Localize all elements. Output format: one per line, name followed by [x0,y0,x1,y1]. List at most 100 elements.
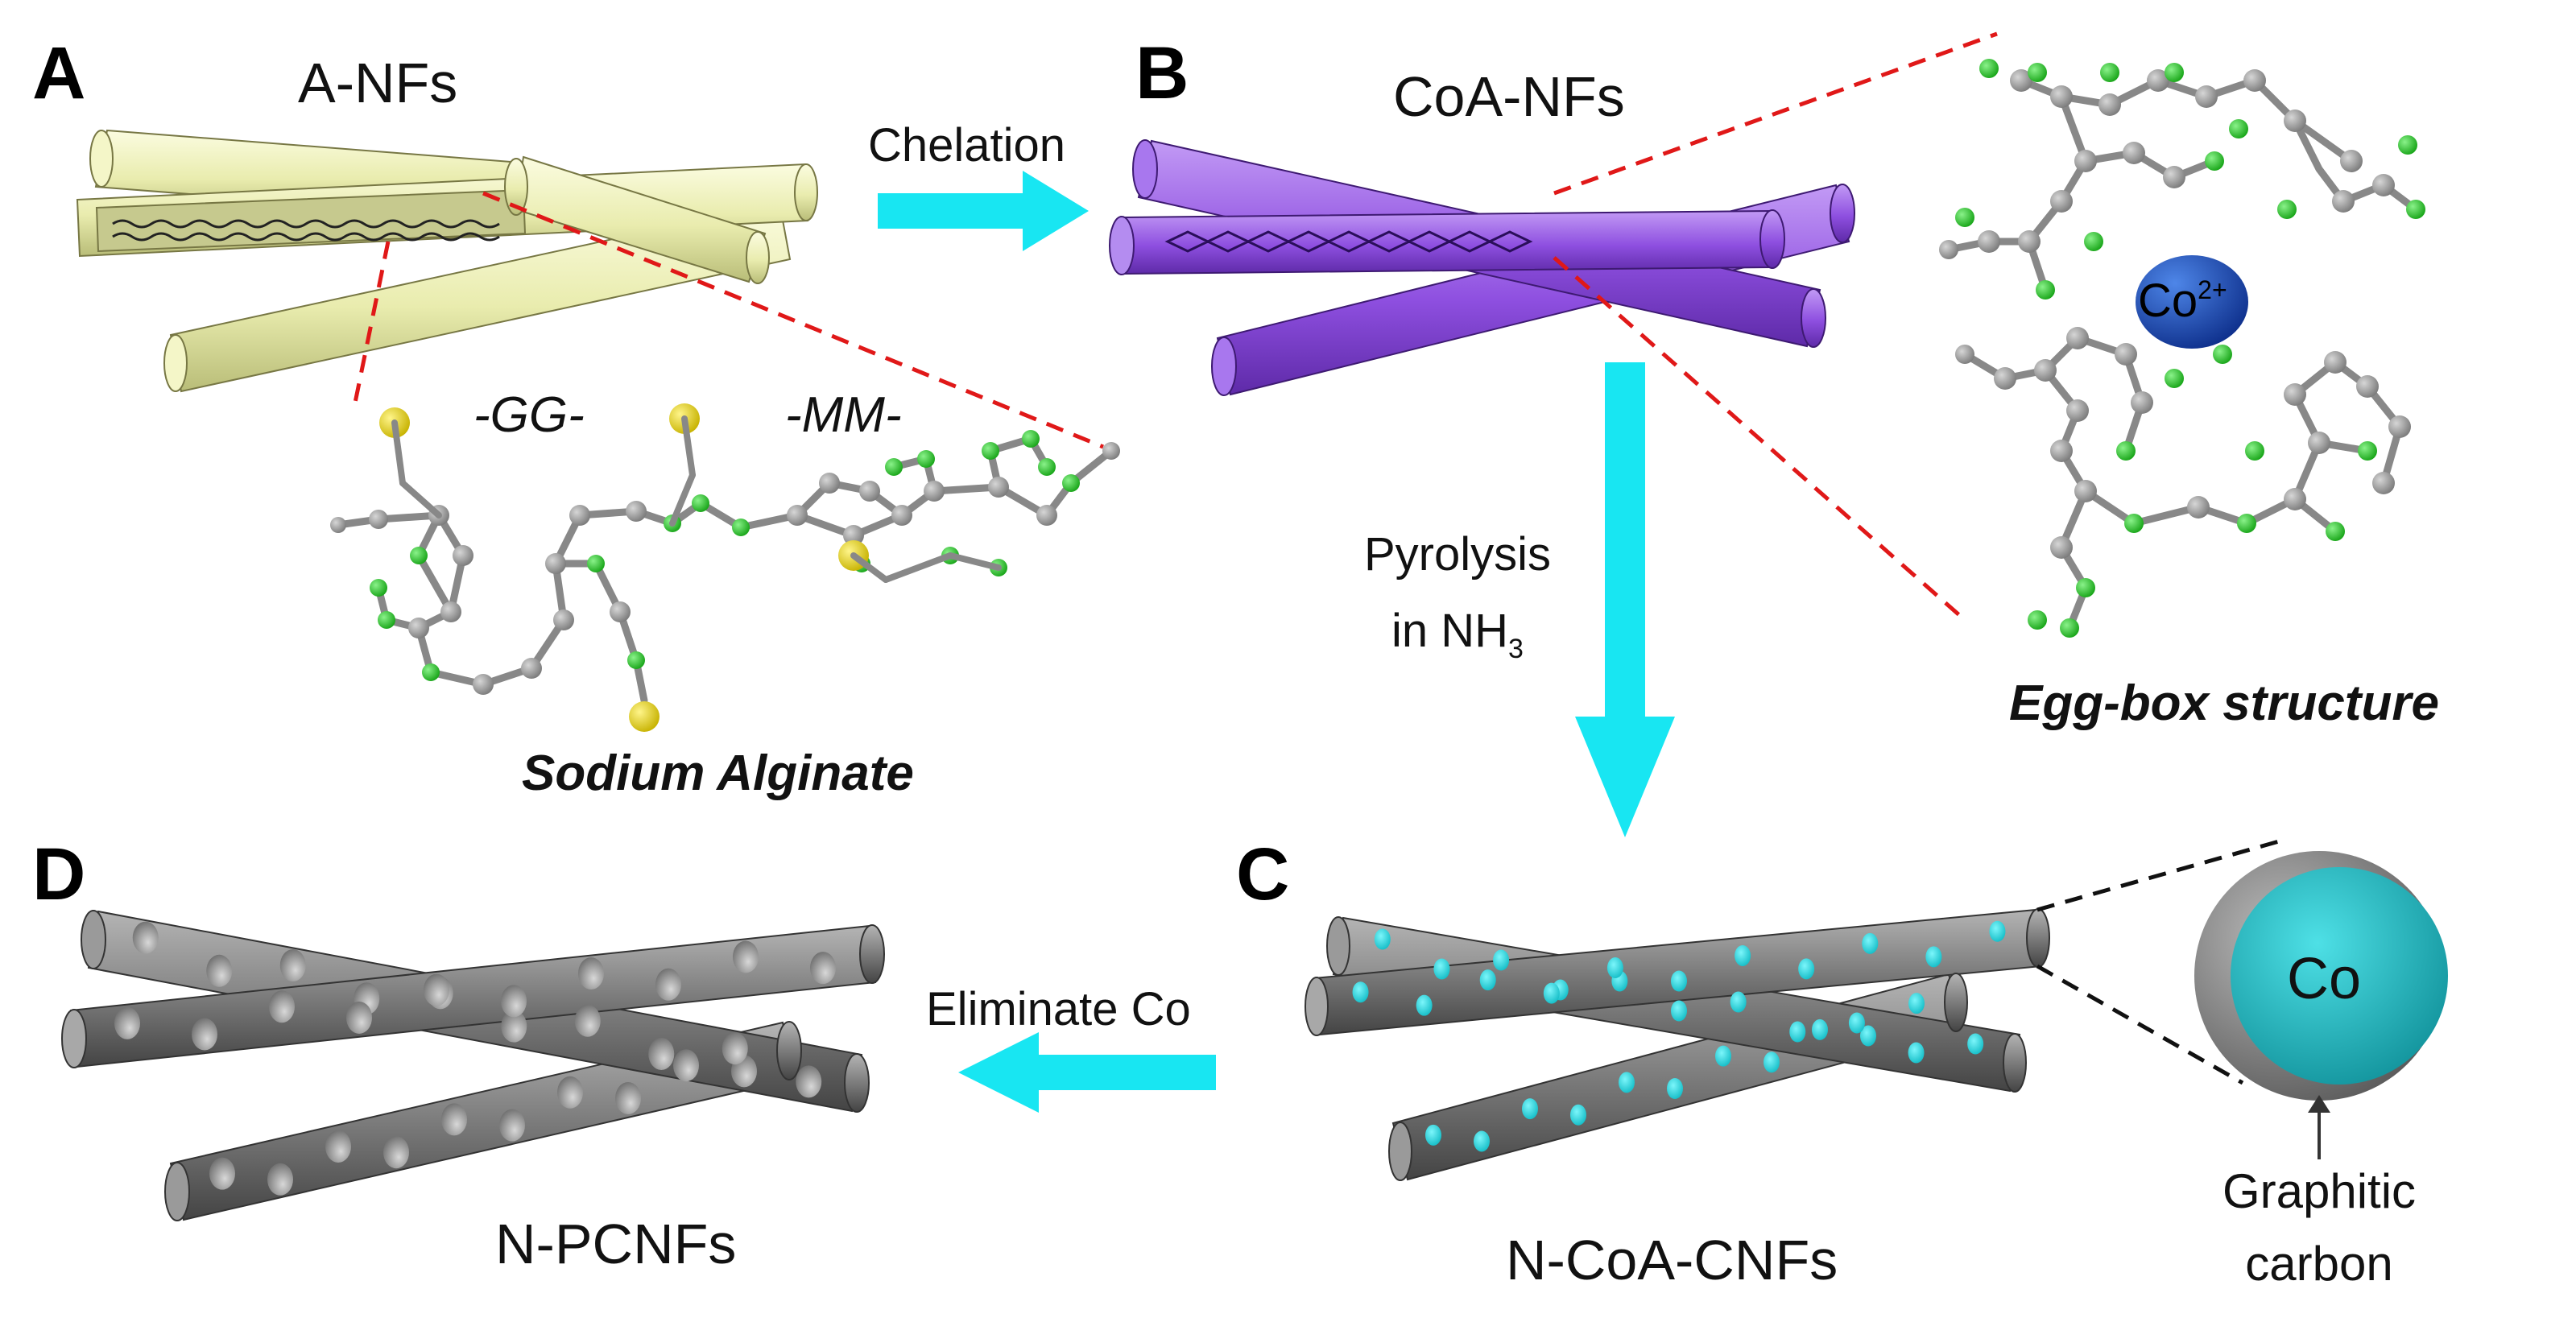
cobalt-dot [1433,958,1450,980]
pore [441,1103,467,1136]
fiber-end [163,334,188,392]
pyrolysis-subscript: 3 [1508,634,1524,664]
cobalt-dot [1619,1072,1635,1093]
co-ion [2136,255,2248,349]
fiber-end [794,163,818,221]
fiber-end [1132,139,1158,199]
zoom-lines-b [1553,31,1998,622]
pore [132,921,159,954]
pore [383,1136,409,1169]
cobalt-dot [1730,991,1747,1013]
fiber-end [81,910,106,969]
cobalt-dot [1425,1124,1441,1146]
panel-label-c: C [1236,833,1290,915]
cobalt-dot [1925,946,1942,968]
pore [279,949,306,981]
panel-label-b: B [1135,32,1189,114]
cobalt-dot [1479,969,1496,991]
n-coa-cnfs-label: N-CoA-CNFs [1506,1229,1838,1291]
fiber-end [1759,209,1785,269]
cobalt-dot [1543,982,1560,1004]
fiber-end [859,924,885,984]
coa-nfs-label: CoA-NFs [1393,65,1625,128]
pore [346,1001,372,1034]
cobalt-dot [1860,1025,1876,1047]
cobalt-dot [1848,1012,1865,1034]
pore [722,1032,748,1065]
zoom-lines-a [352,191,1104,449]
n-pcnfs-label: N-PCNFs [495,1213,737,1275]
egg-box-atoms [1939,59,2425,638]
fiber-end [504,158,528,216]
cobalt-dot [1908,993,1925,1014]
cobalt-dot [1798,958,1815,980]
fiber-end [1944,973,1968,1032]
pyrolysis-arrow [1575,362,1675,837]
co-ion-symbol: Co [2138,275,2198,327]
cobalt-dot [1764,1052,1780,1073]
egg-box-label: Egg-box structure [2009,676,2439,731]
pore [810,952,836,985]
pore [501,985,527,1018]
pore [209,1157,235,1190]
pore [267,1163,293,1196]
gg-label: -GG- [473,387,585,443]
pore [655,968,681,1001]
fiber-end [2003,1033,2027,1093]
pore [733,940,759,973]
a-nfs-label: A-NFs [298,52,458,114]
cobalt-dot [1967,1033,1984,1055]
fiber-end [1801,288,1826,348]
sodium-alginate-label: Sodium Alginate [522,746,914,801]
co-ion-charge: 2+ [2198,275,2227,304]
cobalt-dot [1474,1130,1490,1152]
pore [578,957,604,990]
fiber-end [89,130,114,188]
cobalt-nanoparticles [1352,920,2006,1152]
pores [114,921,836,1196]
cobalt-dot [1862,932,1879,954]
cobalt-dot [1812,1018,1828,1040]
cobalt-dot [1416,994,1433,1016]
pore [114,1006,140,1039]
cobalt-dot [1374,928,1391,950]
cobalt-dot [1522,1098,1538,1120]
pore [424,973,449,1006]
fiber-end [1305,977,1329,1036]
pore [574,1004,601,1037]
pore [501,1010,527,1043]
fiber-end [61,1009,87,1068]
pore [499,1109,525,1142]
graphitic-label-line1: Graphitic [2222,1164,2417,1218]
egg-box-chain [1164,230,1533,253]
eliminate-arrow [958,1032,1216,1113]
pore [796,1065,822,1098]
pyrolysis-atmosphere: in NH [1391,605,1509,657]
fiber-end [1211,337,1237,396]
graphitic-label-line2: carbon [2245,1237,2393,1291]
coa-nanofibers [1109,139,1855,396]
fiber-end [2026,908,2050,968]
cobalt-dot [1570,1104,1586,1126]
pointer-head [2308,1095,2330,1113]
fiber-end [1388,1122,1412,1181]
n-pcnfs-fibers [61,910,885,1221]
co-particle [2231,867,2448,1085]
fiber-end [776,1021,802,1080]
fiber-end [746,231,770,284]
pore [557,1076,583,1109]
cobalt-dot [1671,1000,1687,1022]
chelation-label: Chelation [868,119,1066,171]
zoom-lines-c [2036,839,2280,1085]
cobalt-dot [1789,1021,1806,1043]
pyrolysis-label-line2: in NH3 [1337,605,1578,663]
chelation-arrow [878,171,1089,251]
cobalt-dot [1715,1045,1731,1067]
cobalt-dot [1493,949,1510,971]
alginate-side-bonds [391,415,1002,583]
fiber-end [164,1162,190,1221]
cobalt-dot [1671,970,1687,992]
eliminate-co-label: Eliminate Co [926,983,1191,1035]
pore [325,1130,351,1163]
